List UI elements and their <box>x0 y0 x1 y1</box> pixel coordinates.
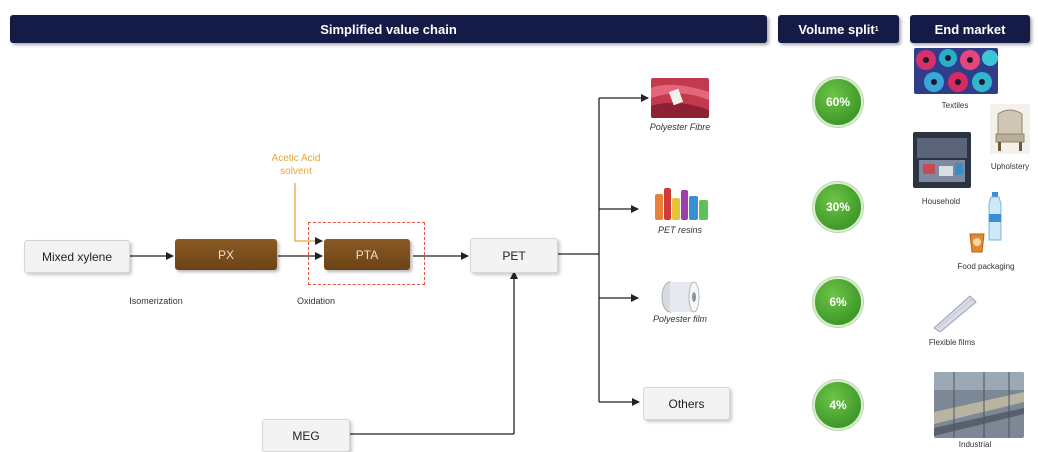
water-bottle-image <box>986 192 1004 242</box>
industrial-label: Industrial <box>958 440 992 449</box>
mixed-xylene-label: Mixed xylene <box>41 249 113 264</box>
oxidation-label: Oxidation <box>296 296 336 306</box>
meg-box: MEG <box>262 419 350 452</box>
household-label: Household <box>921 197 961 206</box>
volume-value-film: 6% <box>829 295 847 309</box>
others-box: Others <box>643 387 730 420</box>
polyester-fibre-image <box>651 78 709 118</box>
acetic-acid-line <box>294 183 323 245</box>
pet-resins-image <box>654 184 710 220</box>
pet-resins-label: PET resins <box>657 225 702 235</box>
flexible-films-image <box>930 292 978 332</box>
pet-box: PET <box>470 238 558 273</box>
polyester-film-image <box>660 280 700 314</box>
polyester-fibre-label: Polyester Fibre <box>649 122 711 132</box>
volume-circle-fibre: 60% <box>813 77 863 127</box>
pta-highlight-box <box>308 222 425 285</box>
mixed-xylene-box: Mixed xylene <box>24 240 130 273</box>
others-label: Others <box>668 396 705 411</box>
volume-value-others: 4% <box>829 398 847 412</box>
value-chain-header: Simplified value chain <box>10 15 767 43</box>
upholstery-label: Upholstery <box>990 162 1030 171</box>
household-image <box>913 132 971 188</box>
textiles-label: Textiles <box>941 101 969 110</box>
px-box: PX <box>175 239 277 270</box>
food-packaging-label: Food packaging <box>957 262 1015 271</box>
textiles-image <box>914 48 998 94</box>
flexible-films-label: Flexible films <box>928 338 976 347</box>
volume-split-title: Volume split <box>798 21 875 37</box>
upholstery-image <box>990 104 1030 154</box>
volume-split-footnote-mark: 1 <box>874 25 879 33</box>
pet-label: PET <box>502 248 526 263</box>
volume-circle-film: 6% <box>813 277 863 327</box>
px-label: PX <box>217 247 234 262</box>
volume-value-fibre: 60% <box>825 95 851 109</box>
industrial-image <box>934 372 1024 438</box>
pta-label: PTA <box>355 247 379 262</box>
isomerization-label: Isomerization <box>129 296 183 306</box>
end-market-title: End market <box>934 21 1006 37</box>
food-packaging-image <box>966 230 988 254</box>
polyester-film-label: Polyester film <box>652 314 707 324</box>
value-chain-title: Simplified value chain <box>320 21 457 37</box>
volume-circle-others: 4% <box>813 380 863 430</box>
meg-label: MEG <box>292 428 320 443</box>
volume-circle-resins: 30% <box>813 182 863 232</box>
acetic-acid-label: Acetic Acid solvent <box>271 153 321 177</box>
volume-value-resins: 30% <box>825 200 851 214</box>
end-market-header: End market <box>910 15 1030 43</box>
pta-box: PTA <box>324 239 410 270</box>
